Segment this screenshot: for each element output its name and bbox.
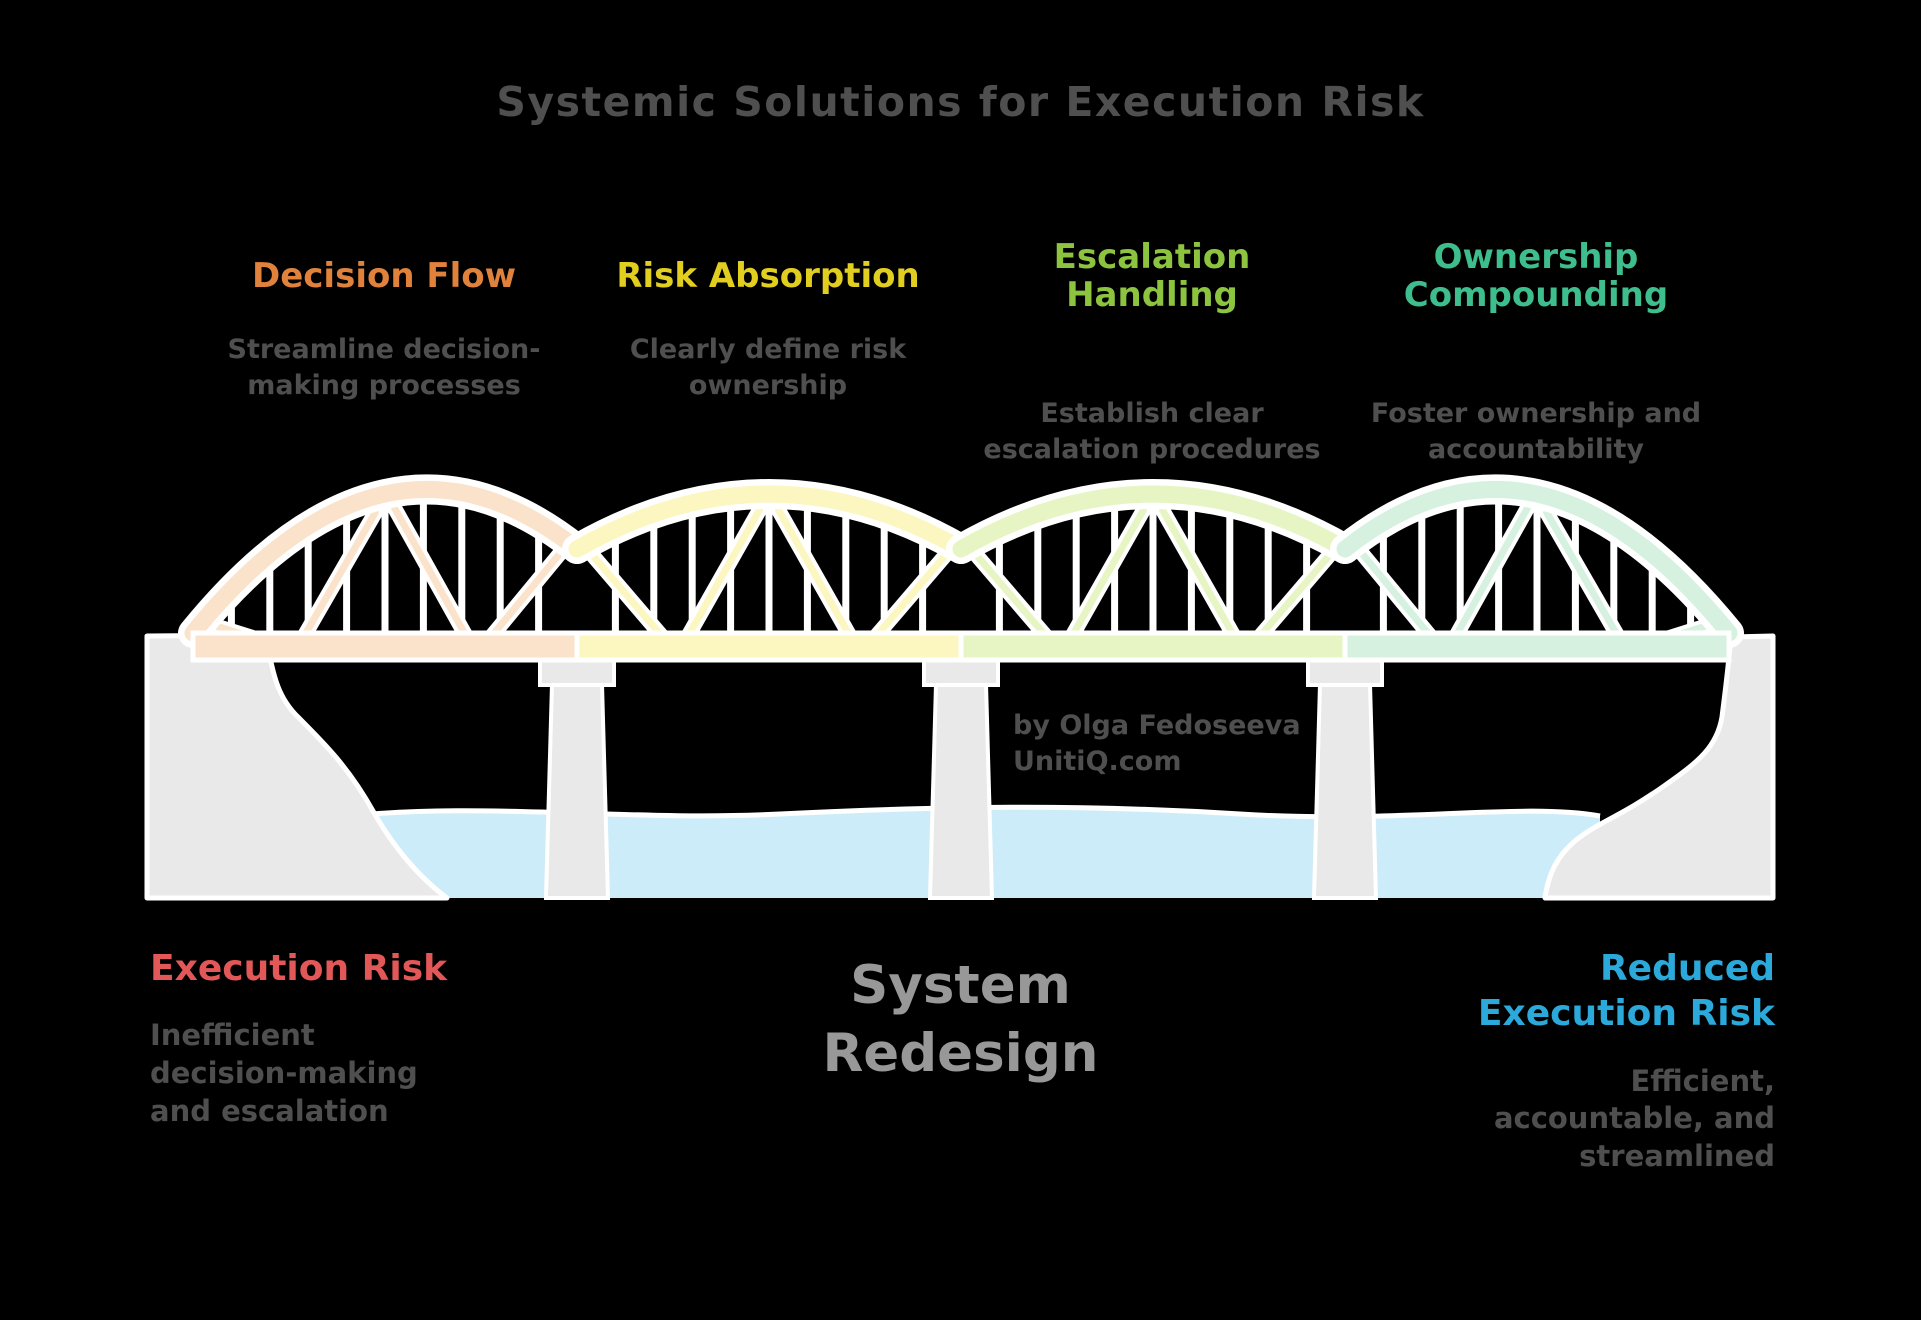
truss-decks	[190, 630, 1732, 663]
column-decision-flow-label: Decision Flow	[251, 255, 517, 296]
author-credit: by Olga Fedoseeva UnitiQ.com	[1013, 710, 1301, 777]
deck-span-2	[574, 630, 964, 663]
column-escalation-handling-label: Escalation Handling	[1053, 236, 1251, 315]
left-bank	[144, 632, 450, 901]
column-decision-flow: Decision Flow Streamline decision- makin…	[194, 228, 574, 405]
column-ownership-compounding: Ownership Compounding Foster ownership a…	[1346, 228, 1726, 469]
column-escalation-handling-description: Establish clear escalation procedures	[983, 398, 1321, 466]
execution-risk-block: Execution Risk Inefficient decision-maki…	[150, 946, 447, 1130]
arch-span-4	[1336, 480, 1738, 642]
deck-span-4	[1342, 630, 1732, 663]
truss-diagonal	[391, 504, 477, 653]
system-redesign-label: System Redesign	[822, 955, 1099, 1085]
truss-arches	[178, 474, 1744, 648]
column-ownership-compounding-label: Ownership Compounding	[1403, 236, 1669, 315]
truss-diagonal	[1061, 506, 1147, 653]
pier-shaft-2	[927, 682, 995, 900]
truss-diagonal	[775, 506, 861, 653]
execution-risk-description: Inefficient decision-making and escalati…	[150, 1018, 418, 1128]
reduced-execution-risk-label: Reduced Execution Risk	[1477, 948, 1775, 1035]
truss-diagonal	[677, 506, 763, 653]
column-risk-absorption-label: Risk Absorption	[616, 255, 920, 296]
column-risk-absorption-description: Clearly define risk ownership	[629, 334, 907, 402]
pier-shaft-1	[543, 682, 611, 900]
arch-span-3	[952, 485, 1354, 558]
deck-span-3	[958, 630, 1348, 663]
right-bank	[1542, 633, 1776, 901]
truss-diagonal	[1543, 508, 1629, 653]
column-ownership-compounding-description: Foster ownership and accountability	[1370, 398, 1702, 466]
execution-risk-label: Execution Risk	[150, 948, 448, 989]
reduced-execution-risk-description: Efficient, accountable, and streamlined	[1493, 1063, 1775, 1174]
column-decision-flow-description: Streamline decision- making processes	[227, 334, 541, 402]
truss-struts	[197, 500, 1725, 657]
reduced-execution-risk-block: Reduced Execution Risk Efficient, accoun…	[1478, 946, 1775, 1176]
column-risk-absorption: Risk Absorption Clearly define risk owne…	[578, 228, 958, 405]
arch-span-1	[184, 480, 586, 642]
truss-diagonal	[1159, 506, 1245, 653]
arch-span-2	[568, 485, 970, 558]
pier-shaft-3	[1311, 682, 1379, 900]
truss-diagonal	[1445, 504, 1531, 653]
truss-diagonal	[293, 508, 379, 653]
column-escalation-handling: Escalation Handling Establish clear esca…	[962, 228, 1342, 469]
page-title: Systemic Solutions for Execution Risk	[496, 78, 1425, 126]
deck-span-1	[190, 630, 580, 663]
